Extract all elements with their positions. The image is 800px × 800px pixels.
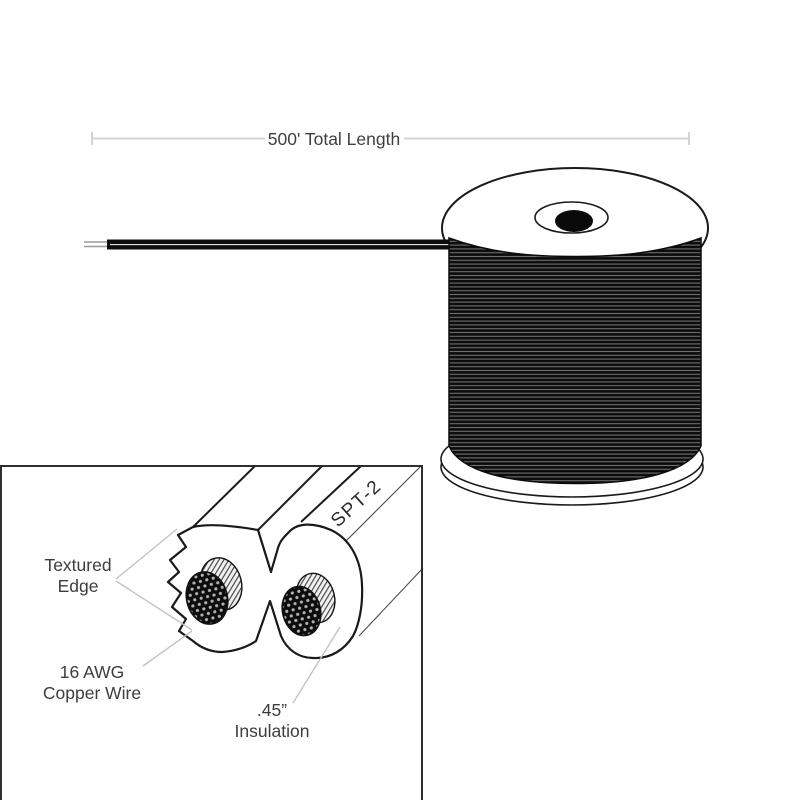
lead-wire — [84, 239, 455, 250]
inset-border-box — [0, 465, 423, 800]
leader-textured-edge-bottom — [115, 580, 193, 631]
copper-wire-label: 16 AWG Copper Wire — [43, 662, 141, 704]
cable-extrusion-edges — [192, 465, 362, 531]
spool-center-hole — [555, 210, 593, 232]
textured-edge-label: Textured Edge — [44, 555, 111, 597]
dimension-line — [91, 132, 690, 145]
coil-body — [448, 236, 702, 485]
insulation-line2: Insulation — [234, 721, 310, 741]
copper-wire-line1: 16 AWG — [59, 662, 125, 682]
left-conductor — [185, 557, 243, 625]
cross-section-inset — [115, 465, 424, 704]
total-length-label: 500' Total Length — [267, 129, 401, 149]
leader-textured-edge-top — [115, 528, 178, 580]
cable-extrusion-edges-thin — [343, 465, 424, 637]
textured-edge-line2: Edge — [57, 576, 99, 596]
leader-insulation — [292, 626, 341, 704]
insulation-label: .45” Insulation — [235, 700, 310, 742]
leader-copper-wire — [142, 630, 193, 667]
left-conductor-strands — [187, 572, 227, 624]
copper-wire-line2: Copper Wire — [42, 683, 142, 703]
right-conductor — [281, 572, 336, 637]
textured-edge-line1: Textured — [44, 555, 112, 575]
wire-spool — [84, 167, 709, 506]
insulation-line1: .45” — [256, 700, 288, 720]
leader-lines — [115, 528, 341, 704]
right-conductor-strands — [283, 587, 320, 635]
